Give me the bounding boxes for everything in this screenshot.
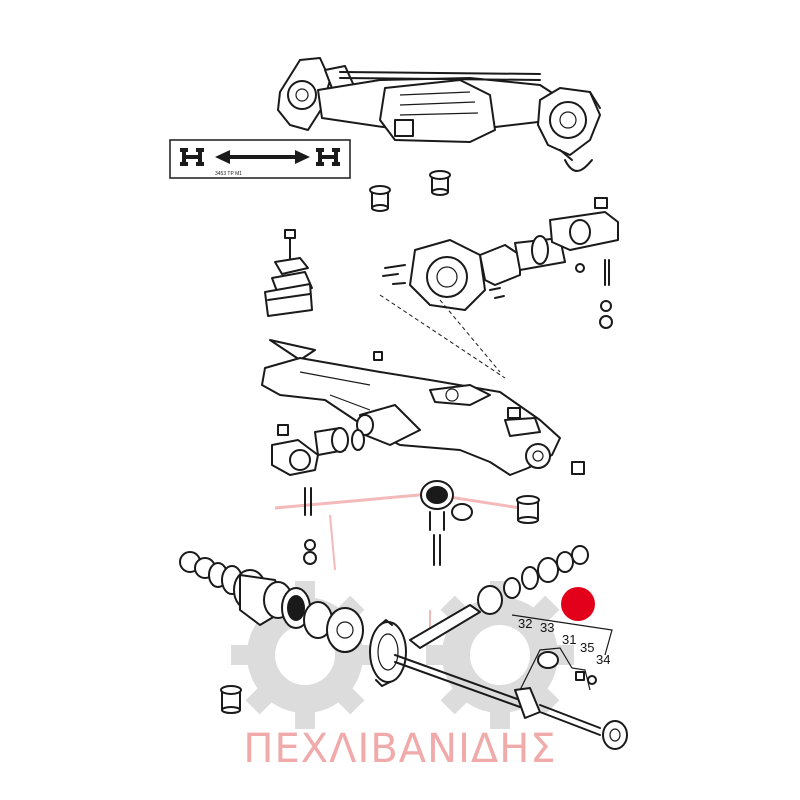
half-shaft [394,654,628,750]
differential-housing [382,197,619,329]
legend-caption: 3453 TP M1 [215,171,242,177]
watermark: ΠΕΧΛΙΒΑΝΙΔΗΣ [231,492,574,772]
axle-direction-icon: 3453 TP M1 [169,139,351,179]
callout-label: 31 [562,632,576,647]
pivot-pin-assembly [271,424,365,565]
axle-assembly-overview [277,57,601,172]
callout-label: 34 [596,652,610,667]
differential-exploded [179,551,364,653]
pivot-bracket-assembly [264,229,313,317]
ring-gear [369,619,407,687]
pinion-gear [420,480,473,566]
bushing [220,685,242,714]
pinion-shaft [409,545,589,649]
callout-label: 33 [540,620,554,635]
axle-beam [261,339,561,476]
bushing [429,170,451,196]
callout-label: 32 [518,616,532,631]
bushing [369,185,391,212]
highlight-marker [561,587,595,621]
bushing [516,495,540,524]
watermark-gear-icon [426,581,574,729]
watermark-text: ΠΕΧΛΙΒΑΝΙΔΗΣ [243,726,556,772]
callout-label: 35 [580,640,594,655]
callout-group: 32 33 31 35 34 [511,614,613,691]
